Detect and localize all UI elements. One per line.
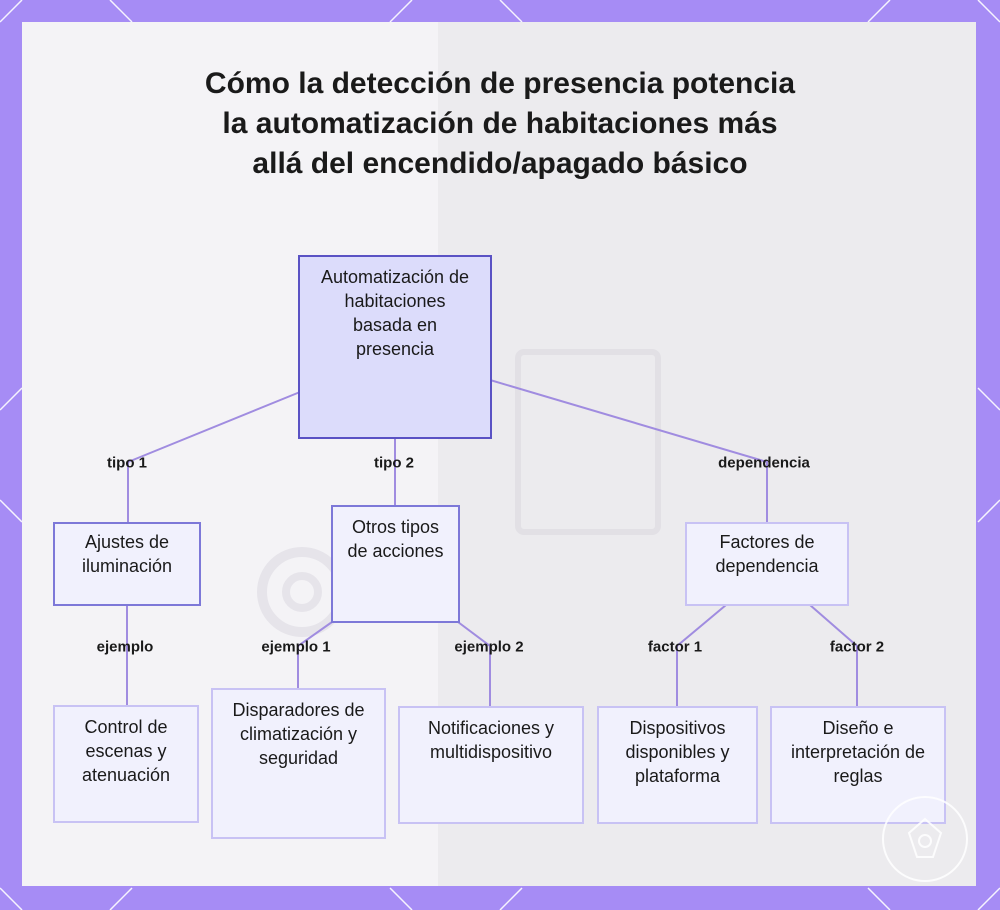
diagram-title: Cómo la detección de presencia potencia … — [204, 67, 796, 180]
edge-label-factor2: factor 2 — [829, 638, 885, 656]
node-devices-platform-label: Dispositivos disponibles y plataforma — [625, 718, 730, 786]
node-scene-control-label: Control de escenas y atenuación — [81, 717, 171, 785]
edge-label-example: ejemplo — [96, 638, 154, 656]
node-scene-control: Control de escenas y atenuación — [53, 705, 199, 823]
edge-label-example2: ejemplo 2 — [454, 638, 524, 656]
node-root-label: Automatización de habitaciones basada en… — [320, 267, 470, 359]
edge-label-type2: tipo 2 — [374, 454, 414, 472]
edge-label-dependency: dependencia — [718, 454, 810, 472]
node-notifications: Notificaciones y multidispositivo — [398, 706, 584, 824]
node-lighting-label: Ajustes de iluminación — [81, 532, 173, 576]
edge-root-dependency — [489, 379, 768, 522]
node-other-actions-label: Otros tipos de acciones — [347, 517, 444, 561]
background-device-icon — [515, 349, 661, 535]
node-dependency-factors: Factores de dependencia — [685, 522, 849, 606]
edge-dependency-rules — [809, 604, 858, 707]
node-rule-design: Diseño e interpretación de reglas — [770, 706, 946, 824]
node-notifications-label: Notificaciones y multidispositivo — [427, 718, 555, 762]
edge-root-lighting — [127, 391, 301, 522]
edge-label-factor1: factor 1 — [647, 638, 703, 656]
edge-label-type1: tipo 1 — [107, 454, 147, 472]
node-rule-design-label: Diseño e interpretación de reglas — [790, 718, 926, 786]
node-root: Automatización de habitaciones basada en… — [298, 255, 492, 439]
node-other-actions: Otros tipos de acciones — [331, 505, 460, 623]
node-climate-security-label: Disparadores de climatización y segurida… — [232, 700, 365, 768]
edge-dependency-devices — [676, 604, 727, 707]
edge-label-example1: ejemplo 1 — [261, 638, 331, 656]
edge-other-climate — [297, 621, 333, 690]
edge-other-notifications — [457, 621, 491, 707]
node-devices-platform: Dispositivos disponibles y plataforma — [597, 706, 758, 824]
node-climate-security: Disparadores de climatización y segurida… — [211, 688, 386, 839]
node-dependency-factors-label: Factores de dependencia — [715, 532, 819, 576]
watermark-logo-icon — [882, 796, 968, 882]
node-lighting: Ajustes de iluminación — [53, 522, 201, 606]
